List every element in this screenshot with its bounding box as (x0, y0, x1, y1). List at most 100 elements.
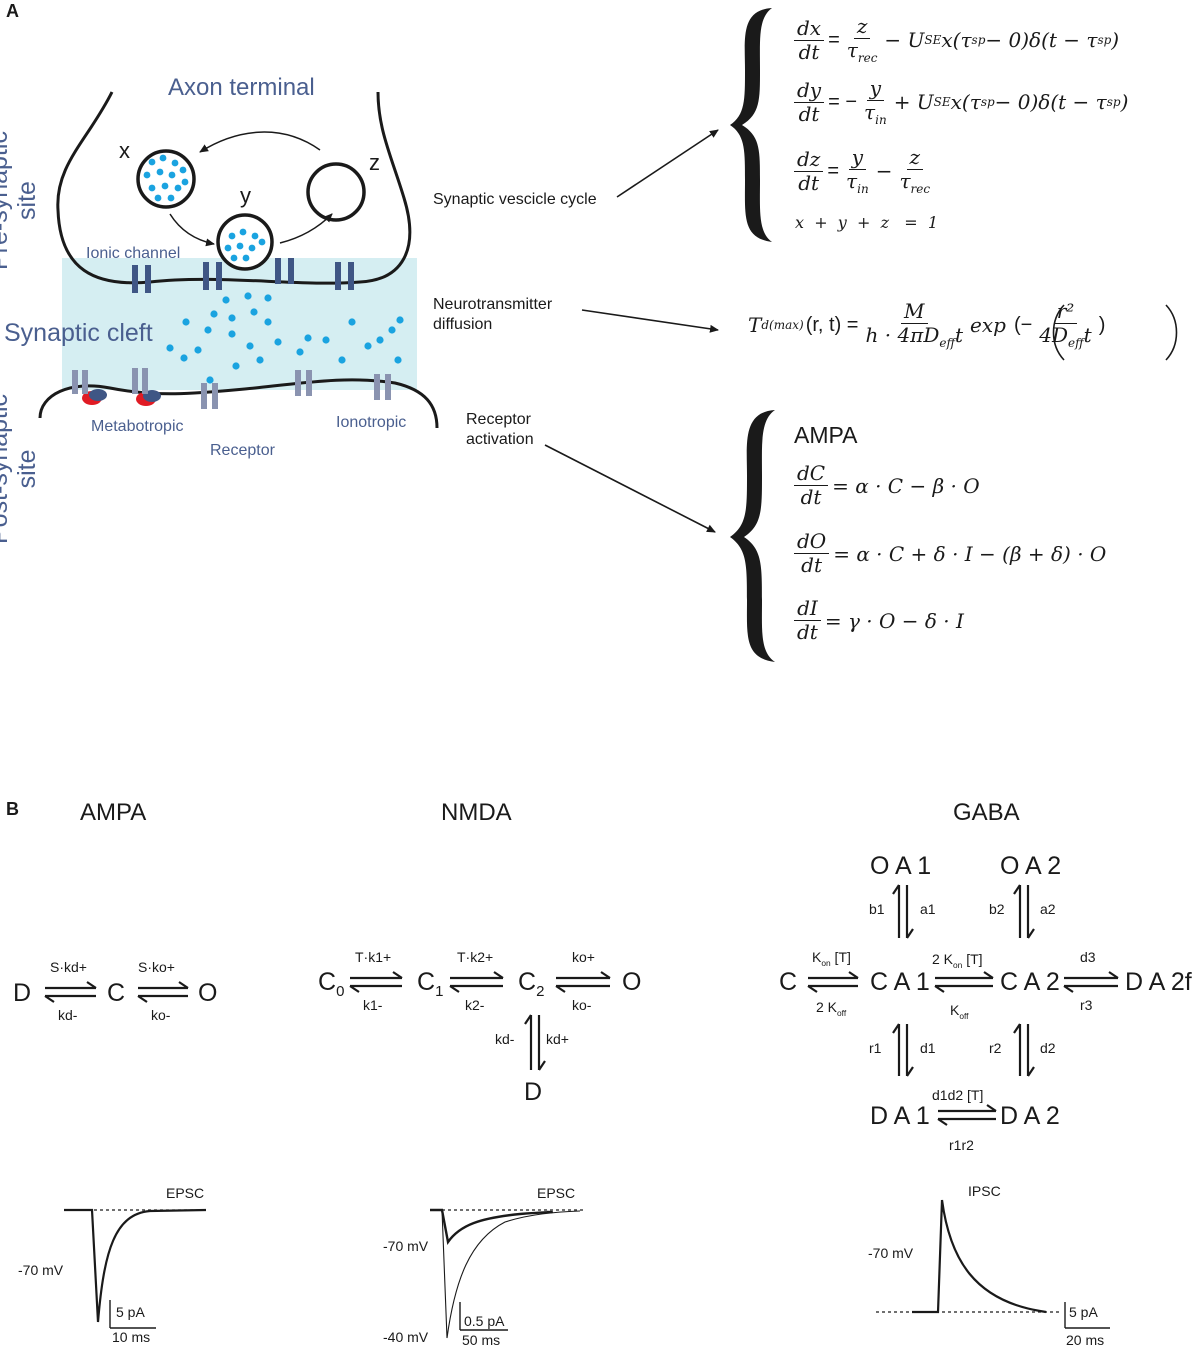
gaba-title: GABA (953, 799, 1020, 826)
gaba-state-c: C (779, 968, 798, 996)
forward-arrow-icon (556, 971, 611, 980)
post-synaptic-line2: site (12, 449, 41, 489)
molecule-dot (148, 184, 156, 192)
ionotropic-label: Ionotropic (336, 414, 407, 431)
forward-arrow-icon (45, 981, 97, 990)
nmda-rate-c1c2-fwd: T·k2+ (457, 949, 494, 965)
molecule-dot (232, 362, 240, 370)
nmda-state-c1: C1 (417, 968, 444, 1000)
molecule-dot (180, 354, 188, 362)
vesicle-z-label: z (369, 150, 380, 175)
panel-b-label: B (6, 799, 19, 819)
gaba-state-da1: D A 1 (870, 1102, 930, 1130)
ampa-rate-co-fwd: S·ko+ (138, 959, 175, 975)
nmda-state-d: D (524, 1078, 543, 1106)
molecule-dot (322, 336, 330, 344)
forward-arrow-icon (1064, 971, 1119, 980)
molecule-dot (156, 168, 164, 176)
gaba-state-da2: D A 2 (1000, 1102, 1060, 1130)
vesicle-equation-4: x + y + z = 1 (795, 213, 939, 232)
gaba-rate-koff2: Koff (950, 1002, 969, 1021)
molecule-dot (159, 154, 167, 162)
molecule-dot (228, 232, 236, 240)
molecule-dot (210, 310, 218, 318)
nmda-trace-label: EPSC (537, 1185, 576, 1201)
pre-synaptic-line2: site (12, 181, 41, 220)
forward-arrow-icon (138, 981, 189, 990)
molecule-dot (179, 166, 187, 174)
ampa-title: AMPA (80, 799, 147, 826)
molecule-dot (171, 159, 179, 167)
ampa-rate-dc-fwd: S·kd+ (50, 959, 87, 975)
molecule-dot (224, 244, 232, 252)
diffusion-line2: diffusion (433, 316, 493, 333)
up-arrow-icon (1013, 1023, 1022, 1076)
reverse-arrow-icon (449, 984, 503, 993)
vesicle-x (136, 149, 196, 209)
forward-arrow-icon (938, 1104, 997, 1113)
vesicle-y-label: y (240, 183, 251, 208)
molecule-dot (246, 342, 254, 350)
nmda-trace-voltage-bottom: -40 mV (383, 1329, 429, 1345)
down-arrow-icon (905, 885, 914, 939)
activation-line1: Receptor (466, 411, 531, 428)
gaba-trace-label: IPSC (968, 1183, 1001, 1199)
ampa-state-d: D (13, 979, 32, 1007)
ampa-trace-label: EPSC (166, 1185, 205, 1201)
molecule-dot (248, 244, 256, 252)
nmda-rate-c2o-fwd: ko+ (572, 949, 595, 965)
neurotransmitter-molecules (166, 292, 404, 384)
gaba-state-da2f: D A 2f (1125, 968, 1192, 996)
ionic-channels (132, 258, 354, 293)
molecule-dot (239, 228, 247, 236)
cycle-arrow-x-to-y (169, 213, 215, 247)
molecule-dot (376, 336, 384, 344)
ampa-scale-x: 10 ms (112, 1329, 151, 1345)
gaba-rate-a1: a1 (920, 901, 936, 917)
post-synaptic-site-label: Post-synaptic site (0, 394, 41, 544)
reverse-arrow-icon (807, 984, 858, 993)
molecule-dot (256, 356, 264, 364)
trace-ampa (64, 1208, 208, 1329)
ampa-equations-title: AMPA (794, 422, 858, 448)
molecule-dot (304, 334, 312, 342)
molecule-dot (174, 184, 182, 192)
molecule-dot (364, 342, 372, 350)
molecule-dot (244, 292, 252, 300)
molecule-dot (242, 254, 250, 262)
molecule-dot (394, 356, 402, 364)
molecule-dot (236, 242, 244, 250)
up-arrow-icon (524, 1014, 533, 1070)
molecule-dot (250, 308, 258, 316)
molecule-dot (148, 158, 156, 166)
nmda-rate-c1c2-back: k2- (465, 997, 485, 1013)
ionotropic-receptors (201, 370, 391, 409)
gaba-rate-b1: b1 (869, 901, 885, 917)
molecule-dot (258, 238, 266, 246)
cycle-arrow-y-to-z (279, 213, 333, 244)
vesicle-cycle-label: Synaptic vescicle cycle (433, 191, 597, 208)
reverse-arrow-icon (555, 984, 610, 993)
molecule-dot (251, 232, 259, 240)
molecule-dot (143, 171, 151, 179)
gaba-rate-kon2: 2 Kon [T] (932, 951, 983, 970)
axon-terminal-label: Axon terminal (168, 74, 315, 101)
molecule-dot (167, 194, 175, 202)
gaba-rate-d1: d1 (920, 1040, 936, 1056)
ampa-scale-y: 5 pA (116, 1304, 145, 1320)
gaba-rate-r2: r2 (989, 1040, 1002, 1056)
molecule-dot (296, 348, 304, 356)
molecule-dot (181, 178, 189, 186)
gaba-rate-d2: d2 (1040, 1040, 1056, 1056)
gaba-state-ca1: C A 1 (870, 968, 930, 996)
molecule-dot (230, 254, 238, 262)
nmda-rate-c2d-left: kd- (495, 1031, 515, 1047)
nmda-title: NMDA (441, 799, 512, 826)
gaba-rate-kon: Kon [T] (812, 949, 851, 968)
molecule-dot (194, 346, 202, 354)
molecule-dot (388, 326, 396, 334)
